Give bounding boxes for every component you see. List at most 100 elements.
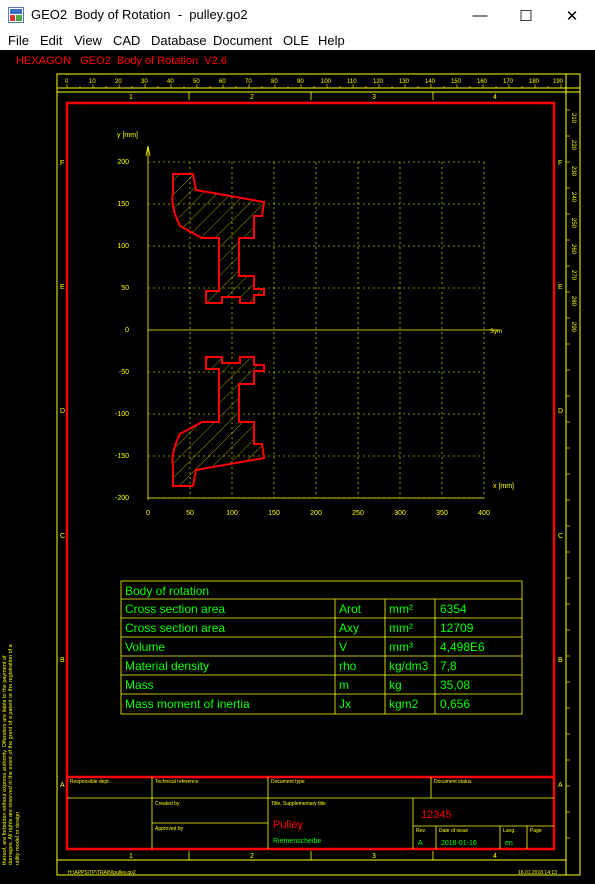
zone-label: 2 xyxy=(250,853,254,860)
right-ruler-label: 290 xyxy=(570,322,576,333)
menu-view[interactable]: View xyxy=(74,33,102,48)
zone-label: 3 xyxy=(372,94,376,101)
result-unit: mm² xyxy=(389,602,413,616)
menu-document[interactable]: Document xyxy=(213,33,273,48)
x-tick-label: 0 xyxy=(146,510,150,517)
y-tick-label: -100 xyxy=(115,411,129,418)
result-value: 35,08 xyxy=(440,678,470,692)
zone-label: 2 xyxy=(250,94,254,101)
zone-letter: A xyxy=(60,782,65,789)
result-value: 4,498E6 xyxy=(440,640,485,654)
result-unit: kgm2 xyxy=(389,697,419,711)
result-symbol: V xyxy=(339,640,347,654)
top-ruler-label: 40 xyxy=(167,79,174,85)
app-icon xyxy=(8,7,24,23)
menu-file[interactable]: File xyxy=(8,33,29,48)
zone-letter: C xyxy=(558,533,563,540)
result-label: Material density xyxy=(125,659,209,673)
result-unit: mm² xyxy=(389,621,413,635)
result-value: 6354 xyxy=(440,602,467,616)
zone-letter: E xyxy=(558,284,563,291)
zone-letter: A xyxy=(558,782,563,789)
close-button[interactable]: ✕ xyxy=(549,0,595,31)
zone-letter: F xyxy=(558,160,562,167)
approved-by-label: Approved by xyxy=(155,826,184,832)
top-ruler-label: 60 xyxy=(219,79,226,85)
zone-label: 4 xyxy=(493,94,497,101)
zone-letter: E xyxy=(60,284,65,291)
pulley-section-lower xyxy=(171,356,266,487)
right-ruler-label: 270 xyxy=(570,270,576,281)
x-tick-label: 300 xyxy=(394,510,406,517)
menu-help[interactable]: Help xyxy=(318,33,345,48)
revision-value: A xyxy=(418,840,423,847)
y-axis-arrow xyxy=(145,145,151,157)
right-ruler-label: 260 xyxy=(570,244,576,255)
zone-letter: C xyxy=(60,533,65,540)
menu-cad[interactable]: CAD xyxy=(113,33,141,48)
top-ruler-label: 170 xyxy=(503,79,514,85)
top-ruler-label: 150 xyxy=(451,79,462,85)
result-value: 7,8 xyxy=(440,659,457,673)
zone-label: 4 xyxy=(493,853,497,860)
top-ruler-label: 180 xyxy=(529,79,540,85)
x-tick-label: 400 xyxy=(478,510,490,517)
document-title: Pulley xyxy=(273,819,303,831)
top-ruler-ticks xyxy=(66,84,562,88)
window-titlebar: GEO2 Body of Rotation - pulley.go2 — ☐ ✕ xyxy=(0,0,595,31)
document-subtitle: Riemenscheibe xyxy=(273,838,321,845)
results-table: Body of rotation Cross section area Arot… xyxy=(120,580,523,715)
result-label: Cross section area xyxy=(125,602,225,616)
right-ruler-label: 220 xyxy=(570,140,576,151)
menu-edit[interactable]: Edit xyxy=(40,33,63,48)
title-field-label: Title, Supplementary title xyxy=(271,801,326,807)
top-ruler-label: 130 xyxy=(399,79,410,85)
result-unit: kg/dm3 xyxy=(389,659,429,673)
result-symbol: Jx xyxy=(339,697,351,711)
minimize-button[interactable]: — xyxy=(457,0,503,31)
responsible-dept-label: Responsible dept. xyxy=(70,779,110,785)
zone-letter: B xyxy=(60,657,65,664)
result-symbol: Axy xyxy=(339,621,359,635)
right-ruler-label: 250 xyxy=(570,218,576,229)
x-tick-label: 150 xyxy=(268,510,280,517)
top-ruler-label: 10 xyxy=(89,79,96,85)
result-symbol: Arot xyxy=(339,602,362,616)
date-of-issue-label: Date of issue xyxy=(439,828,468,834)
y-tick-label: -150 xyxy=(115,453,129,460)
zone-letter: D xyxy=(60,408,65,415)
y-tick-label: 50 xyxy=(121,285,129,292)
result-value: 12709 xyxy=(440,621,474,635)
result-symbol: rho xyxy=(339,659,357,673)
sym-label: Sym xyxy=(490,329,502,335)
top-ruler-label: 110 xyxy=(347,79,357,85)
language-label: Lang. xyxy=(503,828,516,834)
top-ruler-label: 90 xyxy=(297,79,304,85)
document-status-label: Document status xyxy=(434,779,472,785)
x-tick-label: 200 xyxy=(310,510,322,517)
x-tick-label: 350 xyxy=(436,510,448,517)
menu-ole[interactable]: OLE xyxy=(283,33,310,48)
results-title: Body of rotation xyxy=(125,584,209,598)
language-value: en xyxy=(505,840,513,847)
minimize-icon: — xyxy=(472,7,488,24)
window-title: GEO2 Body of Rotation - pulley.go2 xyxy=(31,7,248,22)
copyright-notice: Copying of this document and giving it t… xyxy=(0,639,21,865)
file-path: H:\APPS\TP\TRAIN\pulley.go2 xyxy=(68,870,136,876)
maximize-button[interactable]: ☐ xyxy=(503,0,549,31)
top-ruler-label: 80 xyxy=(271,79,278,85)
zone-letter: B xyxy=(558,657,563,664)
maximize-icon: ☐ xyxy=(519,7,533,25)
y-tick-label: 200 xyxy=(117,159,129,166)
right-ruler-label: 280 xyxy=(570,296,576,307)
drawing-canvas[interactable]: HEXAGON GEO2 Body of Rotation V2.6 0 10 … xyxy=(0,50,595,884)
right-ruler-label: 210 xyxy=(570,113,576,124)
x-tick-label: 100 xyxy=(226,510,238,517)
outer-frame xyxy=(56,73,581,876)
menu-database[interactable]: Database xyxy=(151,33,207,48)
document-type-label: Document type xyxy=(271,779,305,785)
pulley-section-upper xyxy=(171,173,266,304)
menu-bar: File Edit View CAD Database Document OLE… xyxy=(0,31,595,50)
zone-letter: F xyxy=(60,160,64,167)
top-ruler-label: 30 xyxy=(141,79,148,85)
